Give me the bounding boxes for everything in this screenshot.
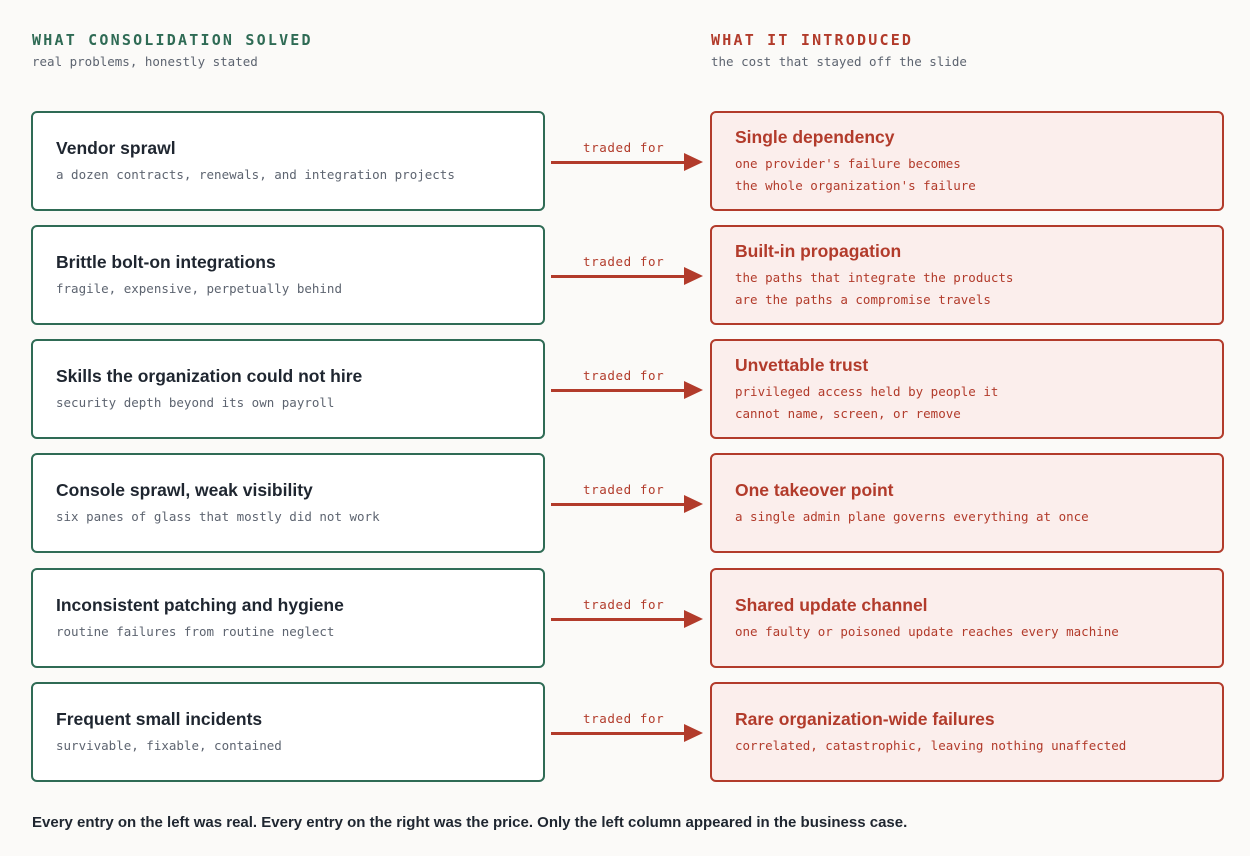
traded-for-arrow: traded for xyxy=(551,594,703,634)
introduced-card-title: Unvettable trust xyxy=(735,355,869,375)
introduced-card: Unvettable trust privileged access held … xyxy=(710,339,1224,439)
traded-for-label: traded for xyxy=(583,254,665,269)
traded-for-label: traded for xyxy=(583,140,665,155)
tradeoff-row-5: Inconsistent patching and hygiene routin… xyxy=(0,568,1250,672)
solved-card-description: a dozen contracts, renewals, and integra… xyxy=(56,166,455,182)
solved-card-title: Brittle bolt-on integrations xyxy=(56,251,276,272)
traded-for-label: traded for xyxy=(583,597,665,612)
introduced-card-description: one faulty or poisoned update reaches ev… xyxy=(735,623,1119,639)
introduced-card-description: the paths that integrate the products ar… xyxy=(735,270,1014,307)
arrow-head-icon xyxy=(684,495,703,513)
solved-column-header: WHAT CONSOLIDATION SOLVED real problems,… xyxy=(32,30,313,71)
introduced-card: Rare organization-wide failures correlat… xyxy=(710,682,1224,782)
arrow-head-icon xyxy=(684,153,703,171)
solved-card: Brittle bolt-on integrations fragile, ex… xyxy=(31,225,545,325)
introduced-card-title: Rare organization-wide failures xyxy=(735,708,995,729)
introduced-card-title: Built-in propagation xyxy=(735,241,902,261)
introduced-card: Single dependency one provider's failure… xyxy=(710,111,1224,211)
arrow-line xyxy=(551,275,687,278)
traded-for-arrow: traded for xyxy=(551,708,703,748)
footer-note: Every entry on the left was real. Every … xyxy=(32,814,908,831)
introduced-card-title: One takeover point xyxy=(735,479,894,500)
solved-column-title: WHAT CONSOLIDATION SOLVED xyxy=(32,31,313,49)
arrow-line xyxy=(551,618,687,621)
arrow-head-icon xyxy=(684,381,703,399)
solved-card-description: survivable, fixable, contained xyxy=(56,737,282,753)
tradeoff-row-2: Brittle bolt-on integrations fragile, ex… xyxy=(0,225,1250,329)
tradeoff-row-3: Skills the organization could not hire s… xyxy=(0,339,1250,443)
introduced-card: Shared update channel one faulty or pois… xyxy=(710,568,1224,668)
traded-for-arrow: traded for xyxy=(551,479,703,519)
tradeoff-row-1: Vendor sprawl a dozen contracts, renewal… xyxy=(0,111,1250,215)
solved-card-title: Skills the organization could not hire xyxy=(56,365,363,386)
introduced-card-description: a single admin plane governs everything … xyxy=(735,508,1089,524)
arrow-line xyxy=(551,389,687,392)
traded-for-arrow: traded for xyxy=(551,251,703,291)
arrow-head-icon xyxy=(684,610,703,628)
solved-card-title: Vendor sprawl xyxy=(56,137,176,158)
introduced-column-header: WHAT IT INTRODUCED the cost that stayed … xyxy=(711,30,967,71)
solved-card-title: Frequent small incidents xyxy=(56,708,263,729)
arrow-head-icon xyxy=(684,724,703,742)
solved-card-description: security depth beyond its own payroll xyxy=(56,394,335,410)
tradeoff-row-4: Console sprawl, weak visibility six pane… xyxy=(0,453,1250,557)
traded-for-label: traded for xyxy=(583,482,665,497)
introduced-card-description: correlated, catastrophic, leaving nothin… xyxy=(735,737,1127,753)
introduced-column-subtitle: the cost that stayed off the slide xyxy=(711,54,967,69)
solved-card: Inconsistent patching and hygiene routin… xyxy=(31,568,545,668)
introduced-card-description: privileged access held by people it cann… xyxy=(735,384,999,421)
arrow-line xyxy=(551,161,687,164)
traded-for-label: traded for xyxy=(583,711,665,726)
introduced-card-title: Single dependency xyxy=(735,127,895,147)
solved-column-subtitle: real problems, honestly stated xyxy=(32,54,258,69)
traded-for-arrow: traded for xyxy=(551,365,703,405)
solved-card: Vendor sprawl a dozen contracts, renewal… xyxy=(31,111,545,211)
introduced-card: Built-in propagation the paths that inte… xyxy=(710,225,1224,325)
arrow-line xyxy=(551,732,687,735)
tradeoff-row-6: Frequent small incidents survivable, fix… xyxy=(0,682,1250,786)
solved-card-description: fragile, expensive, perpetually behind xyxy=(56,280,342,296)
solved-card-description: routine failures from routine neglect xyxy=(56,623,335,639)
introduced-card: One takeover point a single admin plane … xyxy=(710,453,1224,553)
solved-card: Skills the organization could not hire s… xyxy=(31,339,545,439)
introduced-card-title: Shared update channel xyxy=(735,594,928,615)
solved-card: Console sprawl, weak visibility six pane… xyxy=(31,453,545,553)
solved-card-description: six panes of glass that mostly did not w… xyxy=(56,508,380,524)
solved-card: Frequent small incidents survivable, fix… xyxy=(31,682,545,782)
arrow-line xyxy=(551,503,687,506)
solved-card-title: Console sprawl, weak visibility xyxy=(56,479,313,500)
introduced-card-description: one provider's failure becomes the whole… xyxy=(735,156,976,193)
arrow-head-icon xyxy=(684,267,703,285)
traded-for-label: traded for xyxy=(583,368,665,383)
traded-for-arrow: traded for xyxy=(551,137,703,177)
solved-card-title: Inconsistent patching and hygiene xyxy=(56,594,344,615)
introduced-column-title: WHAT IT INTRODUCED xyxy=(711,31,914,49)
